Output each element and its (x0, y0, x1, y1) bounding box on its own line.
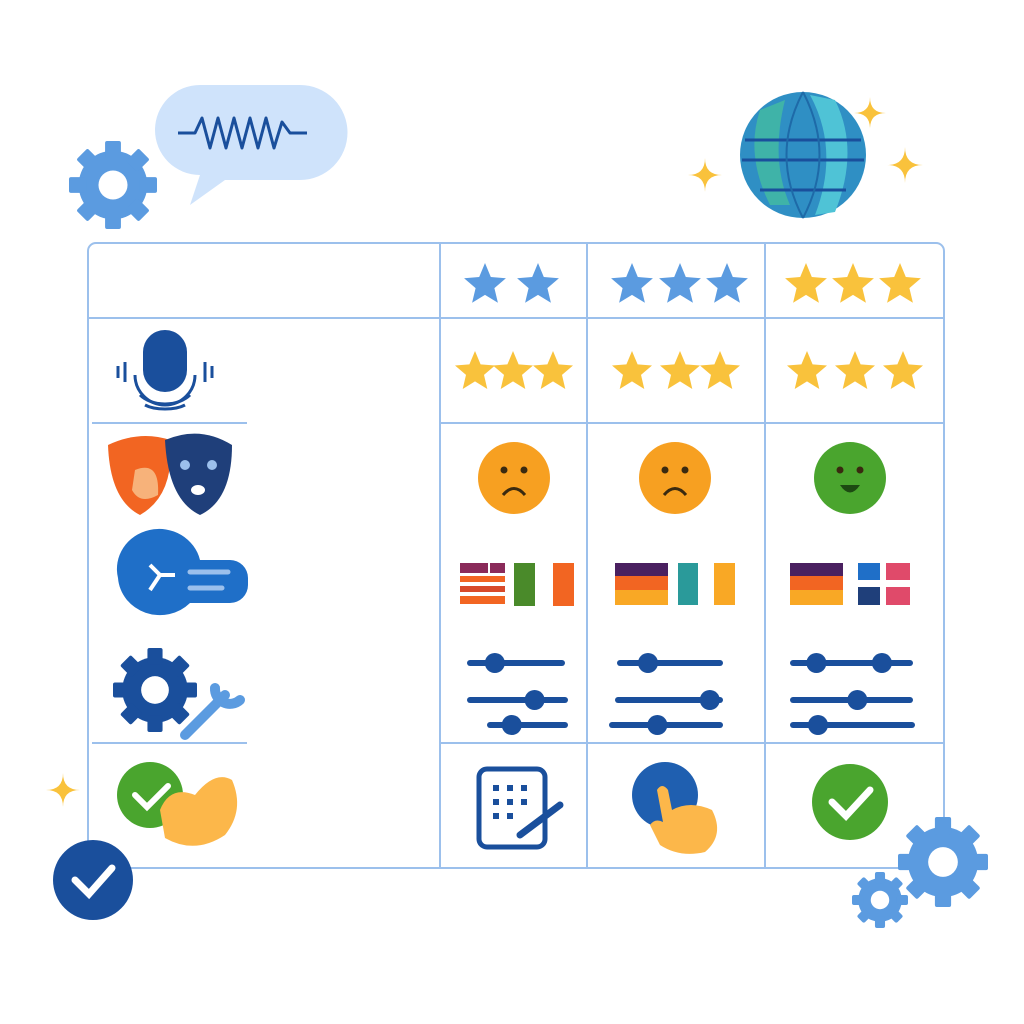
star-icon (659, 263, 701, 303)
flag-cell (886, 587, 910, 605)
slider-knob[interactable] (699, 690, 720, 710)
slider-knob[interactable] (638, 653, 658, 673)
check-hand-icon (117, 762, 238, 846)
flag-bar (514, 563, 535, 606)
sad-face-icon (478, 442, 550, 514)
star-icon (706, 263, 748, 303)
comparison-table-grid (87, 242, 945, 869)
star-icon (832, 263, 874, 303)
sparkle-icon (688, 158, 722, 192)
slider-knob[interactable] (501, 715, 522, 735)
star-icon (533, 351, 573, 389)
happy-face-icon (814, 442, 886, 514)
flag-stripe (790, 590, 843, 605)
calculator-edit-icon[interactable] (476, 766, 564, 850)
slider[interactable] (467, 690, 568, 710)
flag-stripe (615, 576, 668, 590)
flag-cell (886, 563, 910, 580)
star-icon (835, 351, 875, 389)
flag-bar (678, 563, 698, 605)
star-icon (785, 263, 827, 303)
gear-icon (69, 141, 157, 229)
slider-knob[interactable] (871, 653, 892, 673)
slider[interactable] (617, 653, 723, 673)
flag-bar (553, 563, 574, 606)
flag-stripe (460, 596, 505, 604)
slider[interactable] (487, 715, 568, 735)
flag-stripe (460, 576, 505, 582)
flag-cell (858, 587, 880, 605)
star-icon (787, 351, 827, 389)
star-icon (611, 263, 653, 303)
gear-icon (898, 817, 988, 907)
speech-bubble-icon (155, 85, 348, 205)
flag-stripe (460, 586, 505, 592)
microphone-voice-icon (116, 330, 214, 411)
slider-knob[interactable] (484, 653, 505, 673)
star-icon (660, 351, 700, 389)
gear-wrench-icon (113, 648, 245, 740)
slider[interactable] (467, 653, 565, 673)
flag-stripe (460, 563, 488, 573)
green-check-icon[interactable] (812, 764, 888, 840)
star-icon (464, 263, 506, 303)
slider-knob[interactable] (807, 715, 828, 735)
slider[interactable] (615, 690, 723, 710)
flag-stripe (790, 576, 843, 590)
star-icon (517, 263, 559, 303)
flag-bar (714, 563, 735, 605)
theater-masks-icon (108, 433, 232, 515)
slider[interactable] (790, 715, 915, 735)
sparkle-icon (46, 773, 80, 807)
star-icon (612, 351, 652, 389)
flag-stripe (615, 590, 668, 605)
slider-knob[interactable] (524, 690, 545, 710)
star-icon (883, 351, 923, 389)
translate-bubble-icon (116, 528, 249, 616)
slider-knob[interactable] (847, 690, 868, 710)
star-icon (493, 351, 533, 389)
hand-tap-icon[interactable] (632, 762, 718, 854)
star-icon (700, 351, 740, 389)
star-icon (455, 351, 495, 389)
sparkle-icon (854, 97, 886, 129)
sparkle-icon (887, 147, 923, 183)
flag-stripe (615, 563, 668, 576)
slider-knob[interactable] (647, 715, 668, 735)
slider[interactable] (790, 690, 913, 710)
slider-knob[interactable] (806, 653, 827, 673)
sad-face-icon (639, 442, 711, 514)
check-circle-icon (53, 840, 133, 920)
flag-cell (858, 563, 880, 580)
star-icon (879, 263, 921, 303)
flag-stripe (490, 563, 505, 573)
slider[interactable] (790, 653, 913, 673)
globe-icon (740, 91, 866, 219)
slider[interactable] (609, 715, 723, 735)
gear-icon (852, 872, 908, 928)
flag-stripe (790, 563, 843, 576)
